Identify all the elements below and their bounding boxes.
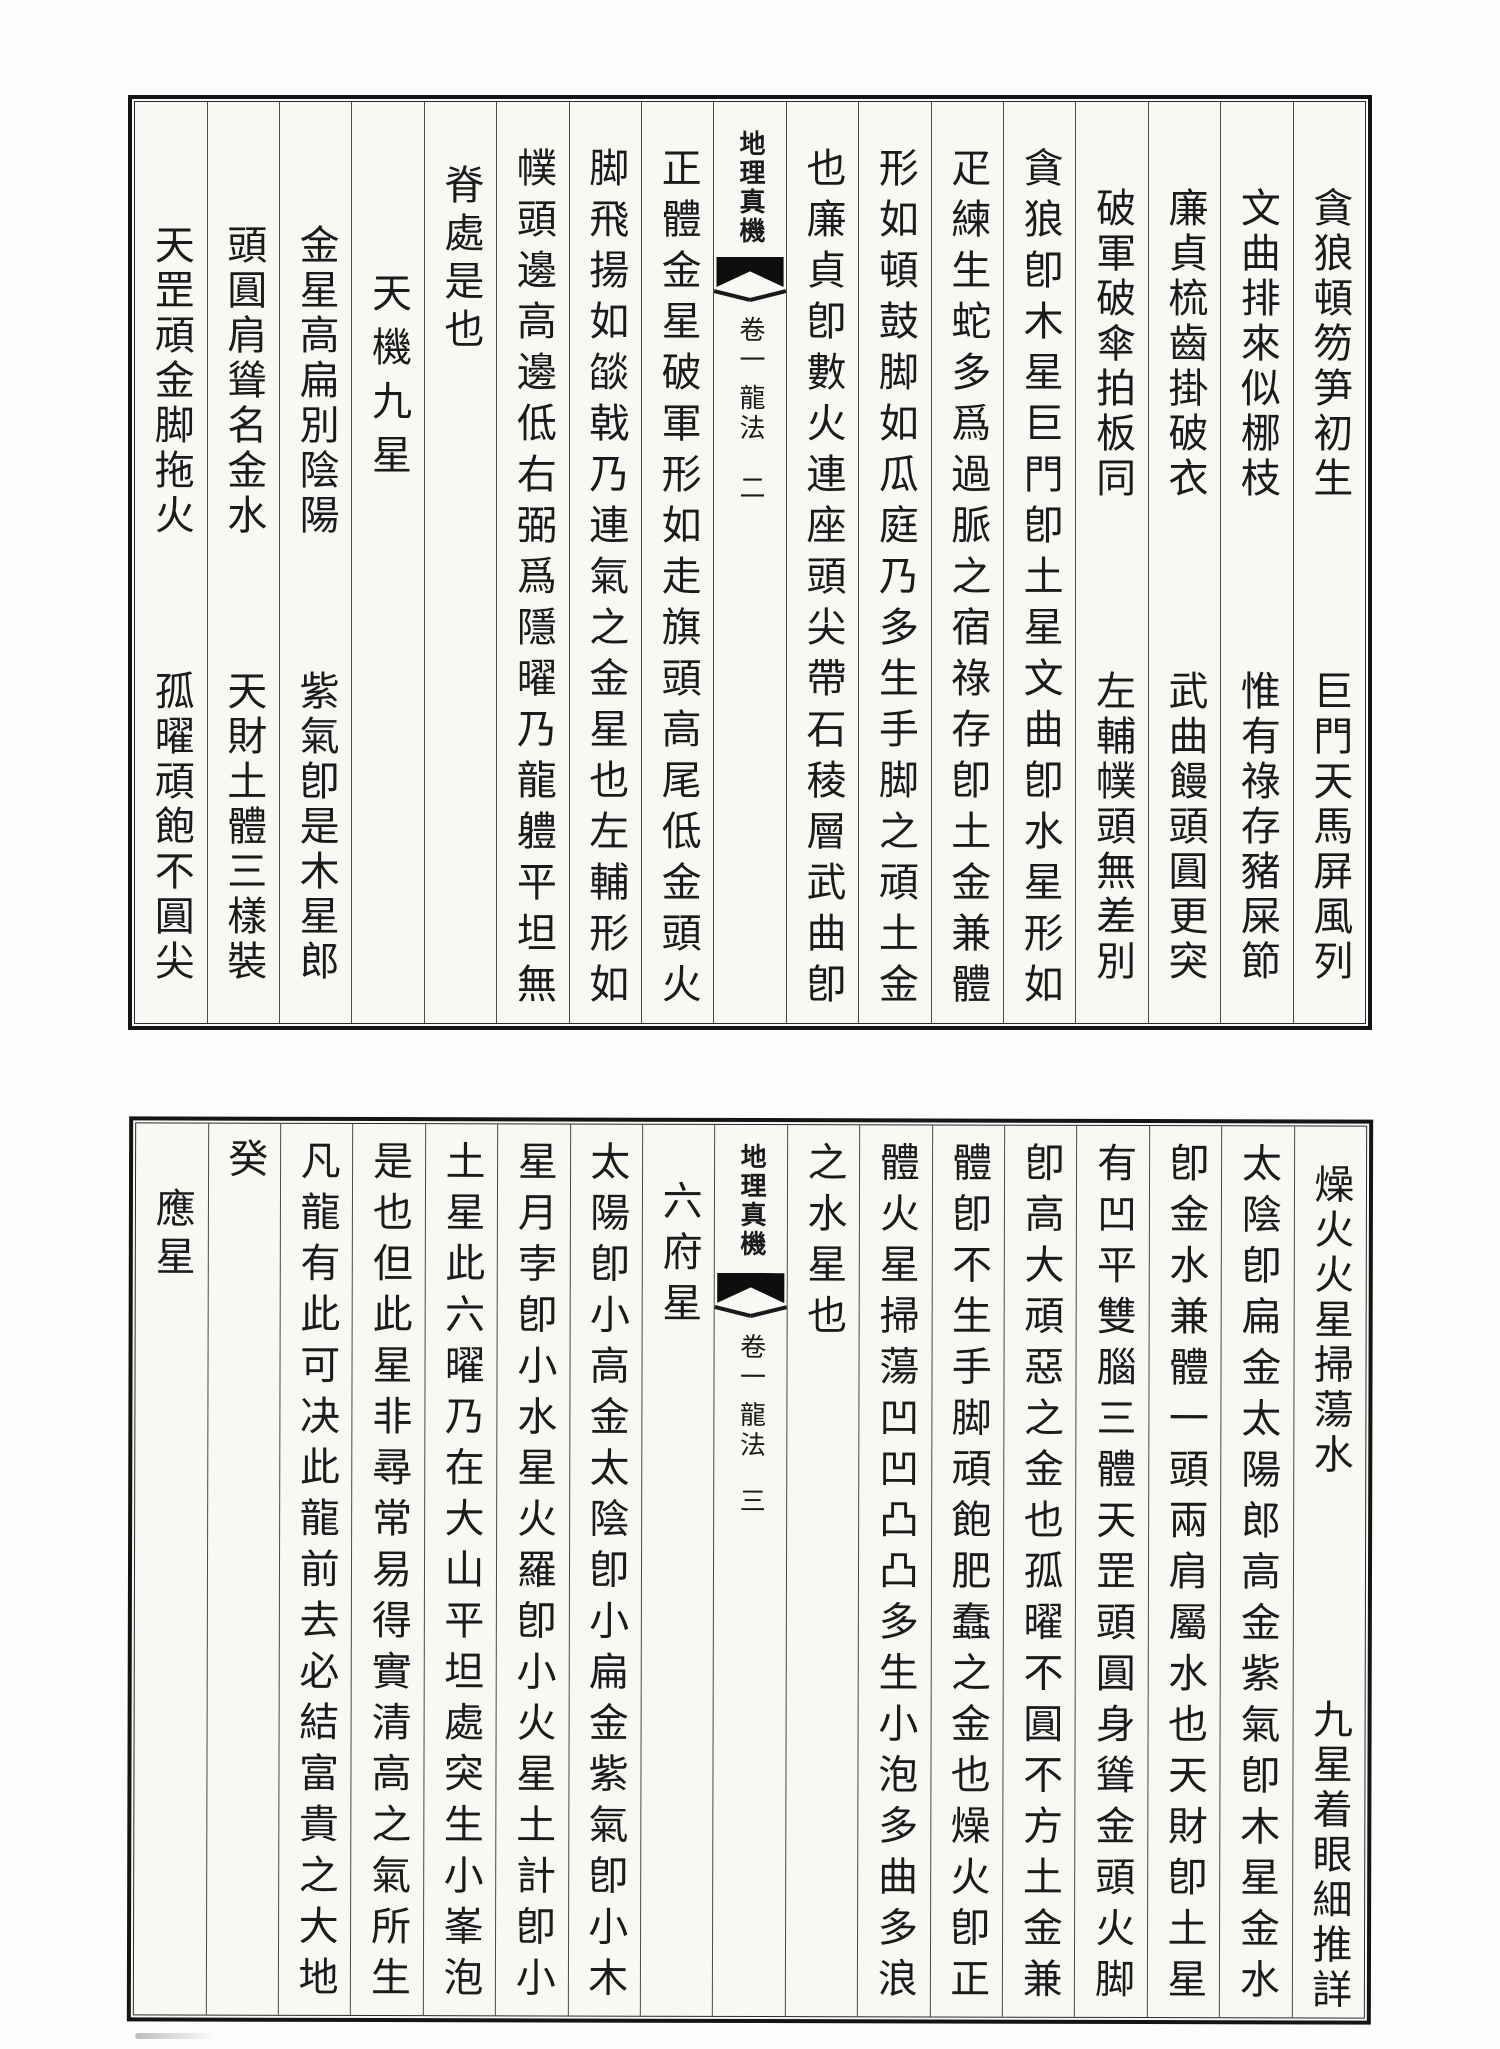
folio-number: 三 (736, 1486, 766, 1514)
text-column: 燥火火星掃蕩水 九星着眼細推詳 (1291, 1126, 1367, 2018)
text-column: 太陰卽扁金太陽郎高金紫氣卽木星金水 (1219, 1126, 1294, 2018)
verse-line: 天財土體三樣裝 (221, 670, 267, 985)
fishtail-chevron-right (749, 289, 787, 302)
prose-line: 星月孛卽小水星火羅卽小火星土計卽小 (509, 1140, 557, 2008)
prose-line: 體卽不生手脚頑飽肥蠢之金也燥火卽正 (944, 1141, 992, 2009)
folio-number: 二 (736, 474, 766, 500)
column-grid: 貪狼頓笏笋初生 巨門天馬屏風列 文曲排來似梛枝 惟有祿存豬屎節 廉貞梳齒掛破衣 … (135, 102, 1365, 1023)
book-title: 地理真機 (736, 130, 766, 246)
prose-line: 卽金水兼體一頭兩肩屬水也天財卽土星 (1161, 1142, 1209, 2010)
text-column: 應星 (134, 1123, 208, 2014)
verse-line: 燥火火星掃蕩水 (1307, 1163, 1354, 1479)
verse-line: 九星着眼細推詳 (1306, 1698, 1352, 2014)
prose-line: 疋練生蛇多爲過脈之宿祿存卽土金兼體 (945, 147, 991, 1014)
prose-line: 幞頭邊高邊低右弼爲隱曜乃龍軆平坦無 (510, 147, 556, 1014)
text-column: 破軍破傘拍板同 左輔幞頭無差別 (1075, 102, 1147, 1023)
fishtail-mark (716, 257, 784, 287)
prose-line: 貪狼卽木星巨門卽土星文曲卽水星形如 (1017, 147, 1063, 1014)
verse-line: 貪狼頓笏笋初生 (1307, 187, 1353, 502)
volume-label: 卷一 (736, 1332, 766, 1394)
fishtail-mark (717, 1273, 784, 1303)
text-column: 廉貞梳齒掛破衣 武曲饅頭圓更突 (1147, 102, 1220, 1023)
prose-line: 體火星掃蕩凹凹凸凸多生小泡多曲多浪 (871, 1141, 919, 2009)
text-column: 脊處是也 (423, 102, 496, 1023)
prose-line: 太陽卽小高金太陰卽小扁金紫氣卽小木 (582, 1140, 630, 2008)
text-column: 體卽不生手脚頑飽肥蠢之金也燥火卽正 (929, 1125, 1005, 2017)
text-column: 正體金星破軍形如走旗頭高尾低金頭火 (640, 102, 713, 1023)
verse-line: 孤曜頑飽不圓尖 (148, 670, 194, 985)
text-column: 貪狼卽木星巨門卽土星文曲卽水星形如 (1002, 102, 1075, 1023)
page-frame: 燥火火星掃蕩水 九星着眼細推詳 太陰卽扁金太陽郎高金紫氣卽木星金水 卽金水兼體一… (132, 1122, 1368, 2019)
verse-line: 廉貞梳齒掛破衣 (1162, 187, 1208, 502)
section-header-ying-xing: 應星 (149, 1187, 195, 1284)
book-title: 地理真機 (736, 1142, 767, 1260)
prose-line: 脊處是也 (438, 164, 484, 356)
text-column: 文曲排來似梛枝 惟有祿存豬屎節 (1220, 102, 1292, 1023)
verse-line: 武曲饅頭圓更突 (1162, 670, 1208, 985)
text-column: 幞頭邊高邊低右弼爲隱曜乃龍軆平坦無 (496, 102, 568, 1023)
column-grid: 燥火火星掃蕩水 九星着眼細推詳 太陰卽扁金太陽郎高金紫氣卽木星金水 卽金水兼體一… (134, 1123, 1367, 2018)
text-column: 有凹平雙腦三體天罡頭圓身聳金頭火脚 (1074, 1125, 1149, 2018)
prose-line: 脚飛揚如燄戟乃連氣之金星也左輔形如 (583, 147, 629, 1014)
text-column: 頭圓肩聳名金水 天財土體三樣裝 (206, 102, 279, 1023)
prose-line: 正體金星破軍形如走旗頭高尾低金頭火 (655, 147, 701, 1014)
text-column: 星月孛卽小水星火羅卽小火星土計卽小 (494, 1124, 570, 2016)
verse-line: 紫氣卽是木星郎 (293, 670, 339, 985)
verse-line: 破軍破傘拍板同 (1090, 187, 1136, 502)
prose-line: 凡龍有此可决此龍前去必結富貴之大地 (292, 1139, 340, 2007)
text-column: 是也但此星非尋常易得實清高之氣所生 (350, 1123, 425, 2016)
prose-line: 有凹平雙腦三體天罡頭圓身聳金頭火脚 (1088, 1141, 1137, 2010)
prose-line: 卽高大頑惡之金也孤曜不圓不方土金兼 (1016, 1141, 1064, 2009)
text-column: 疋練生蛇多爲過脈之宿祿存卽土金兼體 (930, 102, 1003, 1023)
text-column: 卽高大頑惡之金也孤曜不圓不方土金兼 (1001, 1125, 1077, 2017)
page-frame: 貪狼頓笏笋初生 巨門天馬屏風列 文曲排來似梛枝 惟有祿存豬屎節 廉貞梳齒掛破衣 … (134, 101, 1366, 1024)
text-column: 形如頓鼓脚如瓜庭乃多生手脚之頑土金 (858, 102, 930, 1023)
text-column: 土星此六曜乃在大山平坦處突生小峯泡 (422, 1124, 498, 2016)
text-column: 天機九星 (351, 102, 423, 1023)
text-column: 貪狼頓笏笋初生 巨門天馬屏風列 (1292, 102, 1365, 1023)
verse-line: 頭圓肩聳名金水 (221, 224, 267, 539)
page-folio-3: 燥火火星掃蕩水 九星着眼細推詳 太陰卽扁金太陽郎高金紫氣卽木星金水 卽金水兼體一… (126, 1116, 1374, 2025)
page-folio-2: 貪狼頓笏笋初生 巨門天馬屏風列 文曲排來似梛枝 惟有祿存豬屎節 廉貞梳齒掛破衣 … (128, 95, 1372, 1030)
section-label: 龍法 (736, 1400, 766, 1462)
text-column: 太陽卽小高金太陰卽小扁金紫氣卽小木 (567, 1124, 643, 2016)
section-header-tianji-jiuxing: 天機九星 (366, 272, 412, 488)
text-column: 卽金水兼體一頭兩肩屬水也天財卽土星 (1146, 1126, 1222, 2018)
fishtail-chevron-left (714, 1304, 752, 1318)
text-column: 脚飛揚如燄戟乃連氣之金星也左輔形如 (568, 102, 641, 1023)
text-column: 之水星也 (784, 1125, 860, 2017)
fishtail-chevron-left (713, 289, 751, 302)
text-column: 天罡頑金脚拖火 孤曜頑飽不圓尖 (135, 102, 206, 1023)
center-title-column: 地理真機 卷一 龍法 三 (712, 1124, 788, 2017)
text-column: 體火星掃蕩凹凹凸凸多生小泡多曲多浪 (856, 1125, 932, 2017)
verse-line: 天罡頑金脚拖火 (148, 224, 194, 539)
section-label: 龍法 (736, 384, 766, 444)
text-column: 也廉貞卽數火連座頭尖帶石稜層武曲卽 (785, 102, 858, 1023)
stray-character: 癸 (222, 1137, 268, 1186)
volume-label: 卷一 (736, 316, 766, 376)
prose-line: 形如頓鼓脚如瓜庭乃多生手脚之頑土金 (872, 147, 918, 1014)
prose-line: 土星此六曜乃在大山平坦處突生小峯泡 (437, 1140, 485, 2008)
text-column: 金星高扁別陰陽 紫氣卽是木星郎 (278, 102, 351, 1023)
prose-line: 也廉貞卽數火連座頭尖帶石稜層武曲卽 (800, 147, 846, 1014)
prose-line: 之水星也 (801, 1141, 847, 1346)
verse-line: 金星高扁別陰陽 (293, 224, 339, 539)
verse-line: 文曲排來似梛枝 (1234, 187, 1280, 502)
center-title-column: 地理真機 卷一 龍法 二 (713, 102, 787, 1023)
verse-line: 惟有祿存豬屎節 (1234, 670, 1280, 985)
scan-smudge (135, 2033, 215, 2039)
section-header-liufu-xing: 六府星 (656, 1179, 702, 1333)
verse-line: 左輔幞頭無差別 (1090, 670, 1136, 985)
text-column: 凡龍有此可决此龍前去必結富貴之大地 (277, 1123, 353, 2015)
fishtail-chevron-right (750, 1305, 788, 1318)
text-column: 癸 (205, 1123, 281, 2015)
prose-line: 太陰卽扁金太陽郎高金紫氣卽木星金水 (1233, 1142, 1282, 2010)
verse-line: 巨門天馬屏風列 (1307, 670, 1353, 985)
text-column: 六府星 (639, 1124, 715, 2016)
prose-line: 是也但此星非尋常易得實清高之氣所生 (364, 1139, 413, 2008)
